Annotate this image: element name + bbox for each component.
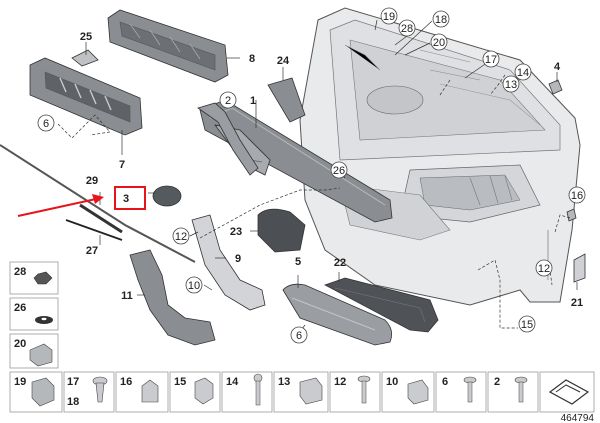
armrest-pad-22 — [324, 277, 439, 333]
legend-num-17: 17 — [67, 376, 79, 388]
callout-10: 10 — [188, 280, 200, 292]
callout-21: 21 — [571, 297, 583, 309]
armrest-5 — [282, 283, 393, 346]
clip-icon-10 — [407, 379, 429, 405]
dashed-leaders — [57, 74, 571, 329]
legend-num-28: 28 — [14, 266, 26, 278]
callout-24: 24 — [277, 55, 290, 67]
callout-2: 2 — [225, 95, 231, 107]
expansion-nut-icon — [141, 379, 159, 403]
callout-12-right: 12 — [538, 263, 550, 275]
speaker-cover-23 — [257, 208, 306, 253]
fastener-legend: 28 26 20 19 17 18 16 15 14 13 12 — [9, 261, 595, 413]
callout-11: 11 — [121, 290, 133, 302]
callout-6-bottom: 6 — [296, 330, 302, 342]
legend-num-12: 12 — [334, 376, 346, 388]
legend-num-10: 10 — [386, 376, 398, 388]
callout-18: 18 — [435, 14, 447, 26]
legend-num-2: 2 — [494, 376, 500, 388]
clip-icon-20 — [29, 343, 53, 367]
red-highlight-box — [114, 186, 146, 210]
clip-4 — [548, 79, 563, 95]
legend-num-15: 15 — [174, 376, 186, 388]
legend-num-6: 6 — [442, 376, 448, 388]
callout-7: 7 — [119, 159, 125, 171]
legend-num-16: 16 — [120, 376, 132, 388]
callout-20: 20 — [433, 37, 445, 49]
callout-6-top: 6 — [43, 118, 49, 130]
switch-frame-upper — [107, 9, 229, 83]
callout-17: 17 — [485, 54, 497, 66]
callout-9: 9 — [235, 253, 241, 265]
red-arrow — [17, 194, 104, 217]
callout-5: 5 — [295, 256, 301, 268]
callout-1: 1 — [250, 95, 256, 107]
callout-8: 8 — [249, 53, 255, 65]
callout-25: 25 — [80, 31, 92, 43]
callout-23: 23 — [230, 226, 242, 238]
diagram-id: 464794 — [561, 413, 595, 423]
callout-3: 3 — [123, 193, 129, 205]
callout-22: 22 — [334, 257, 346, 269]
callout-16: 16 — [571, 190, 583, 202]
nut-icon — [33, 271, 53, 285]
grab-handle-11 — [129, 249, 216, 346]
switch-panel-lower — [29, 57, 143, 136]
clip-21 — [573, 253, 586, 283]
legend-num-14: 14 — [226, 376, 239, 388]
round-cap — [152, 185, 182, 207]
trim-cover-24 — [267, 77, 306, 123]
legend-num-19: 19 — [14, 376, 26, 388]
callout-28: 28 — [401, 23, 413, 35]
handle-bracket-9 — [191, 214, 266, 311]
assortment-icon — [548, 379, 590, 405]
callout-27: 27 — [86, 245, 98, 257]
legend-num-26: 26 — [14, 302, 26, 314]
callout-14: 14 — [517, 67, 529, 79]
legend-num-13: 13 — [278, 376, 290, 388]
callout-26: 26 — [333, 165, 345, 177]
handle-insert-2 — [197, 102, 259, 176]
callout-29: 29 — [86, 175, 98, 187]
cover-cap — [71, 49, 99, 67]
clip-icon-15 — [194, 377, 214, 405]
callout-15: 15 — [521, 319, 533, 331]
callout-4: 4 — [554, 61, 561, 73]
callout-19: 19 — [383, 11, 395, 23]
callouts: 19 28 18 20 17 14 13 4 25 8 24 2 1 6 7 2… — [37, 7, 586, 344]
clip-icon-13 — [299, 377, 323, 405]
trim-strip — [0, 144, 196, 263]
callout-12-left: 12 — [175, 231, 187, 243]
legend-num-18: 18 — [67, 396, 79, 408]
clip-icon-19 — [31, 377, 55, 407]
legend-num-20: 20 — [14, 338, 26, 350]
callout-13: 13 — [505, 79, 517, 91]
